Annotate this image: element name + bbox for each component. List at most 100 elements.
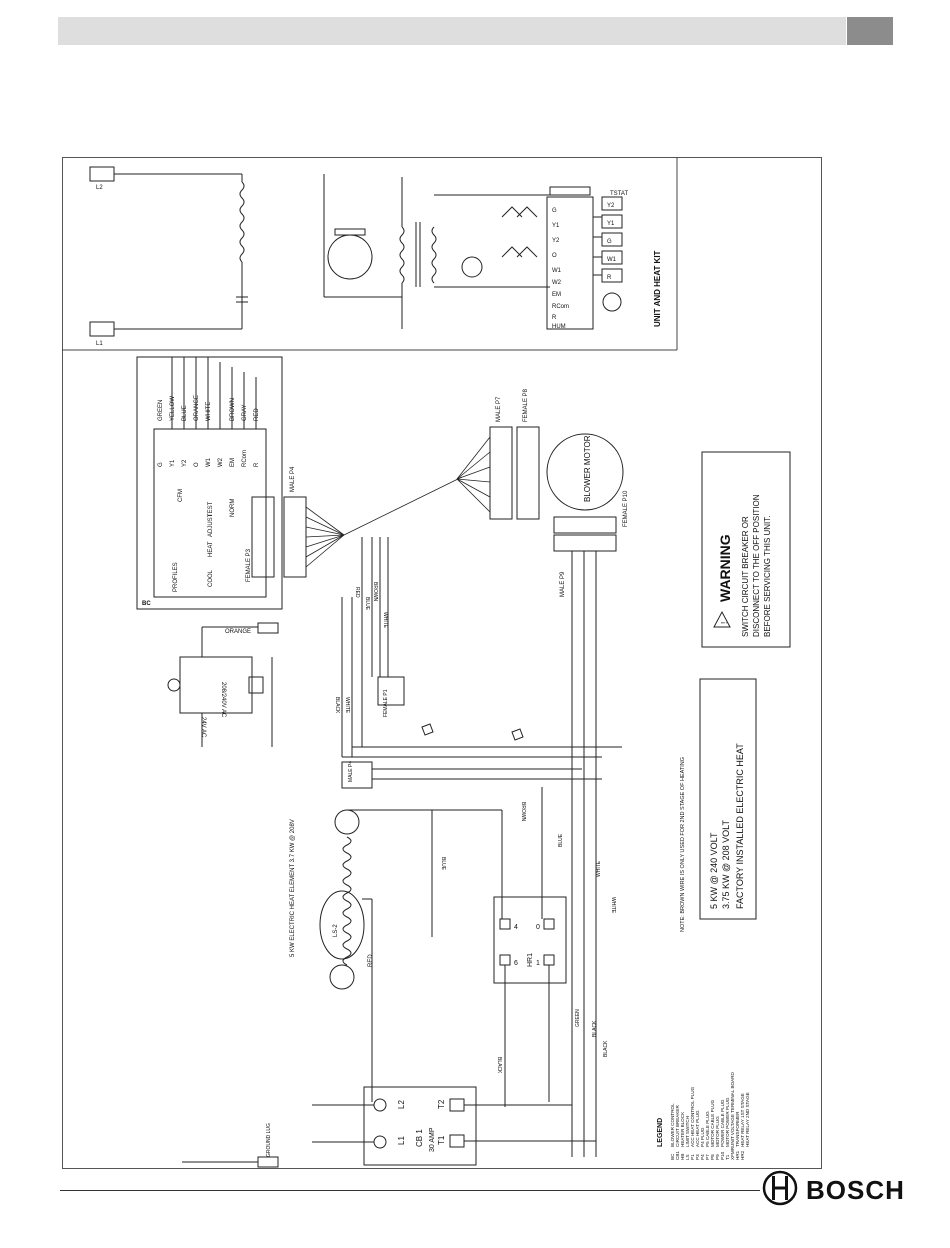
bc-norm: NORM: [230, 499, 236, 517]
legend-desc-9: MOTOR PLUG: [715, 1116, 720, 1147]
motor-section: [456, 426, 624, 1157]
wire-label-green: GREEN: [575, 1009, 581, 1027]
heater-wire-red: RED: [368, 954, 374, 967]
wire-orange: ORANGE: [194, 395, 200, 421]
wire-label-white: WHITE: [382, 612, 388, 629]
wire-red: RED: [254, 408, 260, 421]
legend-code-p10: P10: [720, 1151, 725, 1160]
board-r: R: [552, 315, 557, 321]
wiring-diagram: TSTAT Y2 Y1 G W1 R G Y1 Y2 O W1 W2 EM RC…: [62, 157, 822, 1169]
hr1-pin4: 4: [514, 924, 518, 931]
bc-test: TEST: [208, 501, 214, 517]
legend-code-p1: P1: [690, 1154, 695, 1160]
ground-lug: [257, 1156, 279, 1168]
wire-blue: BLUE: [182, 405, 188, 421]
wire-label-white4: WHITE: [610, 897, 616, 914]
female-p3: [251, 496, 275, 578]
xfmr-secondary: 24V AC: [200, 717, 206, 738]
header-tab: [847, 17, 893, 45]
hr1-pin6: 6: [514, 960, 518, 967]
ls2-label: LS-2: [333, 924, 339, 937]
hr1-relay-top: [461, 256, 483, 278]
bc-adjust: ADJUST: [208, 513, 214, 537]
legend-desc-14: HEAT RELAY 1ST STAGE: [740, 1093, 745, 1147]
tstat-r: R: [607, 275, 612, 281]
warning-box: ! WARNING SWITCH CIRCUIT BREAKER OR DISC…: [701, 451, 791, 648]
xfmr-coil-a: [399, 226, 405, 284]
xfmr-coil-b: [431, 226, 437, 284]
ground-label: GROUND LUG: [266, 1123, 272, 1157]
legend-code-hb: HB: [680, 1154, 685, 1160]
l2-terminal: [89, 166, 115, 182]
legend-code-p8: P8: [710, 1154, 715, 1160]
l1-terminal: [89, 321, 115, 337]
svg-text:!: !: [720, 622, 729, 624]
bc-cool: COOL: [208, 569, 214, 587]
bc-y2: Y2: [182, 459, 188, 467]
blower-motor: [546, 433, 624, 511]
limit-switch-ls2: [319, 890, 365, 960]
legend-desc-8: MOTOR CABLE PLUG: [710, 1099, 715, 1147]
board-g: G: [552, 208, 557, 214]
lower-wire-labels: BLUE BROWN WHITE WHITE BLACK GREEN BLACK…: [440, 802, 616, 1074]
brown-wire-note: NOTE: BROWN WIRE IS ONLY USED FOR 2ND ST…: [680, 757, 686, 932]
xfmr-primary: 208/240V AC: [220, 682, 226, 718]
footer-rule: [60, 1190, 760, 1191]
legend-desc-1: CIRCUIT BREAKER: [675, 1105, 680, 1147]
bc-g: G: [158, 462, 164, 467]
wire-yellow: YELLOW: [170, 396, 176, 421]
wire-label-black: BLACK: [334, 697, 340, 714]
tstat-g: G: [607, 239, 612, 245]
female-p8: [516, 426, 540, 520]
wire-label-blue: BLUE: [364, 597, 370, 611]
heater-label: 5 KW ELECTRIC HEAT ELEMENT 3.7 KW @ 208V: [290, 819, 296, 957]
top-panel: [89, 166, 623, 337]
tstat-label: TSTAT: [610, 191, 628, 197]
wire-green: GREEN: [158, 400, 164, 421]
wire-runs: [341, 537, 622, 789]
tstat-y2: Y2: [607, 203, 615, 209]
warning-line-2: DISCONNECT TO THE OFF POSITION: [752, 494, 761, 637]
warning-line-3: BEFORE SERVICING THIS UNIT.: [763, 515, 772, 637]
legend-desc-15: HEAT RELAY 2ND STAGE: [745, 1092, 750, 1147]
wire-label-blue3: BLUE: [558, 833, 564, 847]
bc-heat: HEAT: [208, 541, 214, 557]
male-p7: [489, 426, 513, 520]
label-male-p9: MALE P9: [560, 571, 566, 597]
bosch-armature-icon: [762, 1170, 798, 1211]
legend-desc-3: LIMIT SWITCH: [685, 1116, 690, 1147]
transformer-text: 208/240V AC 24V AC ORANGE: [200, 629, 251, 738]
wire-label-blue2: BLUE: [440, 857, 446, 871]
heat-element: [319, 809, 433, 1102]
bc-w1: W1: [206, 457, 212, 467]
heat-info-2: 3.75 KW @ 208 VOLT: [721, 819, 731, 909]
cb-t2: T2: [437, 1099, 446, 1109]
tstat-y1: Y1: [607, 221, 615, 227]
heater-coil: [239, 181, 245, 263]
hr1-pin0: 0: [536, 924, 540, 931]
transformer: [167, 622, 279, 747]
xfmr-orange: ORANGE: [225, 629, 251, 635]
top-panel-text: TSTAT Y2 Y1 G W1 R G Y1 Y2 O W1 W2 EM RC…: [96, 185, 628, 347]
legend-desc-5: ACC HEAT PLUG: [695, 1110, 700, 1147]
female-p1: [377, 676, 405, 706]
wire-label-red: RED: [354, 587, 360, 598]
heat-info-box: 5 KW @ 240 VOLT 3.75 KW @ 208 VOLT FACTO…: [699, 678, 757, 920]
legend-code-bc: BC: [670, 1153, 675, 1160]
blower-motor-top: [327, 234, 373, 280]
breaker-text: L1 L2 CB 1 30 AMP T1 T2 GROUND LUG: [266, 1099, 446, 1157]
legend-desc-10: POWER CABLE PLUG: [720, 1099, 725, 1147]
wire-label-black4: BLACK: [603, 1040, 609, 1057]
header-bar: [58, 17, 846, 45]
heat-info-3: FACTORY INSTALLED ELECTRIC HEAT: [735, 743, 745, 909]
wire-label-white3: WHITE: [596, 860, 602, 877]
male-p4: [283, 496, 307, 578]
bc-profiles: PROFILES: [173, 562, 179, 592]
legend-desc-6: P4 PLUG: [700, 1127, 705, 1147]
legend-desc-7: P5 CABLE PLUG: [705, 1111, 710, 1147]
wire-label-black3: BLACK: [592, 1020, 598, 1037]
legend-code-hr1: HR1: [735, 1150, 740, 1160]
label-male-p4: MALE P4: [290, 466, 296, 492]
label-female-p8: FEMALE P8: [523, 388, 529, 422]
wire-label-brown: BROWN: [372, 582, 378, 602]
